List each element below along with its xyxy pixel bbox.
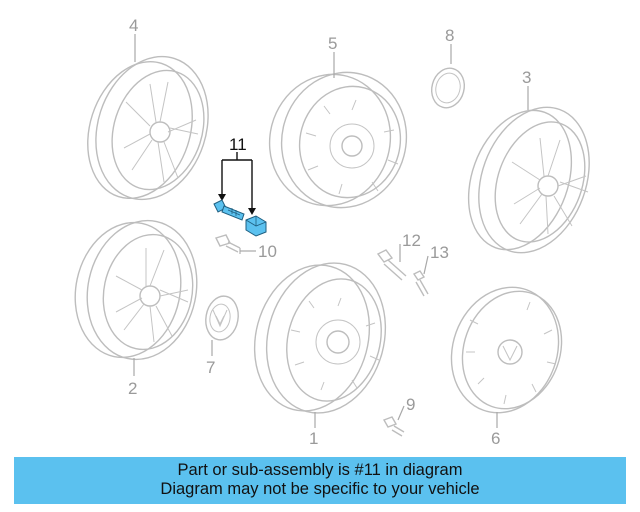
- callout-6: 6: [491, 429, 500, 448]
- callout-10: 10: [258, 242, 277, 261]
- wheel-3-alloy[interactable]: [450, 92, 608, 269]
- wheel-2-alloy[interactable]: [63, 210, 209, 369]
- center-cap-8[interactable]: [427, 65, 468, 112]
- caption-line-2: Diagram may not be specific to your vehi…: [160, 480, 480, 498]
- callout-12: 12: [402, 231, 421, 250]
- callout-11-leader: [218, 152, 256, 215]
- callout-3: 3: [522, 68, 531, 87]
- hub-cap-7[interactable]: [202, 294, 241, 343]
- bolt-10[interactable]: [215, 234, 241, 254]
- wheel-1-steel[interactable]: [239, 250, 402, 427]
- callout-4: 4: [129, 16, 138, 35]
- wheel-cover-6[interactable]: [434, 272, 577, 428]
- caption-line-1: Part or sub-assembly is #11 in diagram: [177, 461, 463, 479]
- callout-11: 11: [229, 135, 247, 154]
- lug-bolt-11[interactable]: [213, 199, 245, 221]
- callout-2: 2: [128, 379, 137, 398]
- callout-8: 8: [445, 26, 454, 45]
- parts-diagram: 4 5 8 3 2: [63, 16, 608, 448]
- bolt-12[interactable]: [376, 249, 407, 281]
- callout-5: 5: [328, 34, 337, 53]
- bolt-13[interactable]: [412, 270, 429, 297]
- callout-1: 1: [309, 429, 318, 448]
- callout-9: 9: [406, 395, 415, 414]
- caption-banner: Part or sub-assembly is #11 in diagram D…: [14, 457, 626, 504]
- callout-7: 7: [206, 358, 215, 377]
- wheel-5-steel[interactable]: [255, 58, 422, 221]
- bolt-9[interactable]: [382, 416, 405, 437]
- callout-13: 13: [430, 243, 449, 262]
- wheel-4-alloy[interactable]: [71, 42, 226, 214]
- lug-nut-11[interactable]: [245, 215, 267, 237]
